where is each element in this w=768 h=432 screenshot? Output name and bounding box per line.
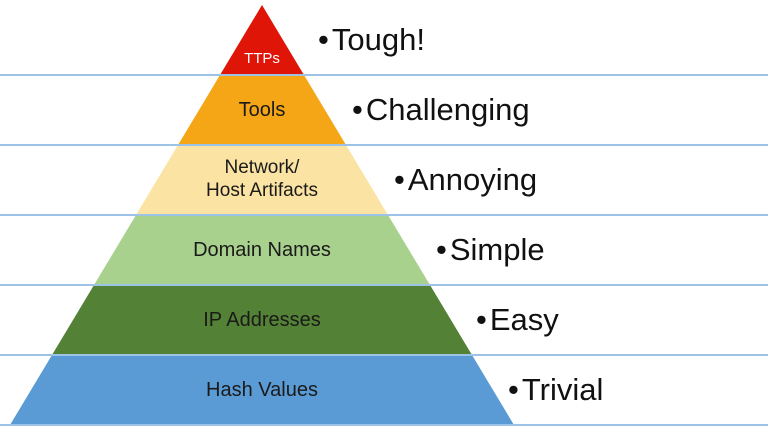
bullet-icon: • [508, 372, 519, 407]
separator-line [0, 354, 768, 356]
bullet-icon: • [394, 162, 405, 197]
pyramid-level-hash-values: Hash Values • Trivial [0, 355, 768, 425]
bullet-icon: • [476, 302, 487, 337]
pyramid-level-tools: Tools • Challenging [0, 75, 768, 145]
difficulty-label: Tough! [331, 22, 425, 57]
band-label-ttps: TTPs [244, 50, 280, 67]
difficulty-annoying: • Annoying [394, 145, 537, 215]
difficulty-challenging: • Challenging [352, 75, 530, 145]
band-label-domain-names: Domain Names [193, 239, 331, 261]
separator-line [0, 284, 768, 286]
difficulty-label: Trivial [521, 372, 604, 407]
pyramid-level-network-host-artifacts: Network/ Host Artifacts • Annoying [0, 145, 768, 215]
difficulty-label: Easy [489, 302, 559, 337]
pyramid-level-ip-addresses: IP Addresses • Easy [0, 285, 768, 355]
separator-line [0, 74, 768, 76]
pyramid-band-hash-values [10, 355, 514, 425]
band-label-ip-addresses: IP Addresses [203, 309, 321, 331]
pyramid-level-ttps: TTPs • Tough! [0, 5, 768, 75]
bullet-icon: • [318, 22, 329, 57]
band-label-network-host-artifacts: Network/ Host Artifacts [206, 157, 318, 201]
separator-line [0, 424, 768, 426]
bullet-icon: • [436, 232, 447, 267]
band-label-tools: Tools [238, 99, 286, 121]
pyramid-band-domain-names [94, 215, 430, 285]
separator-line [0, 214, 768, 216]
bullet-icon: • [352, 92, 363, 127]
separator-line [0, 144, 768, 146]
difficulty-tough: • Tough! [318, 5, 425, 75]
pyramid-band-network-host-artifacts [136, 145, 388, 215]
difficulty-simple: • Simple [436, 215, 545, 285]
difficulty-easy: • Easy [476, 285, 559, 355]
pyramid-level-domain-names: Domain Names • Simple [0, 215, 768, 285]
pyramid-band-ip-addresses [52, 285, 472, 355]
difficulty-label: Annoying [407, 162, 538, 197]
band-label-hash-values: Hash Values [206, 379, 318, 401]
difficulty-label: Simple [449, 232, 545, 267]
difficulty-trivial: • Trivial [508, 355, 603, 425]
difficulty-label: Challenging [365, 92, 530, 127]
